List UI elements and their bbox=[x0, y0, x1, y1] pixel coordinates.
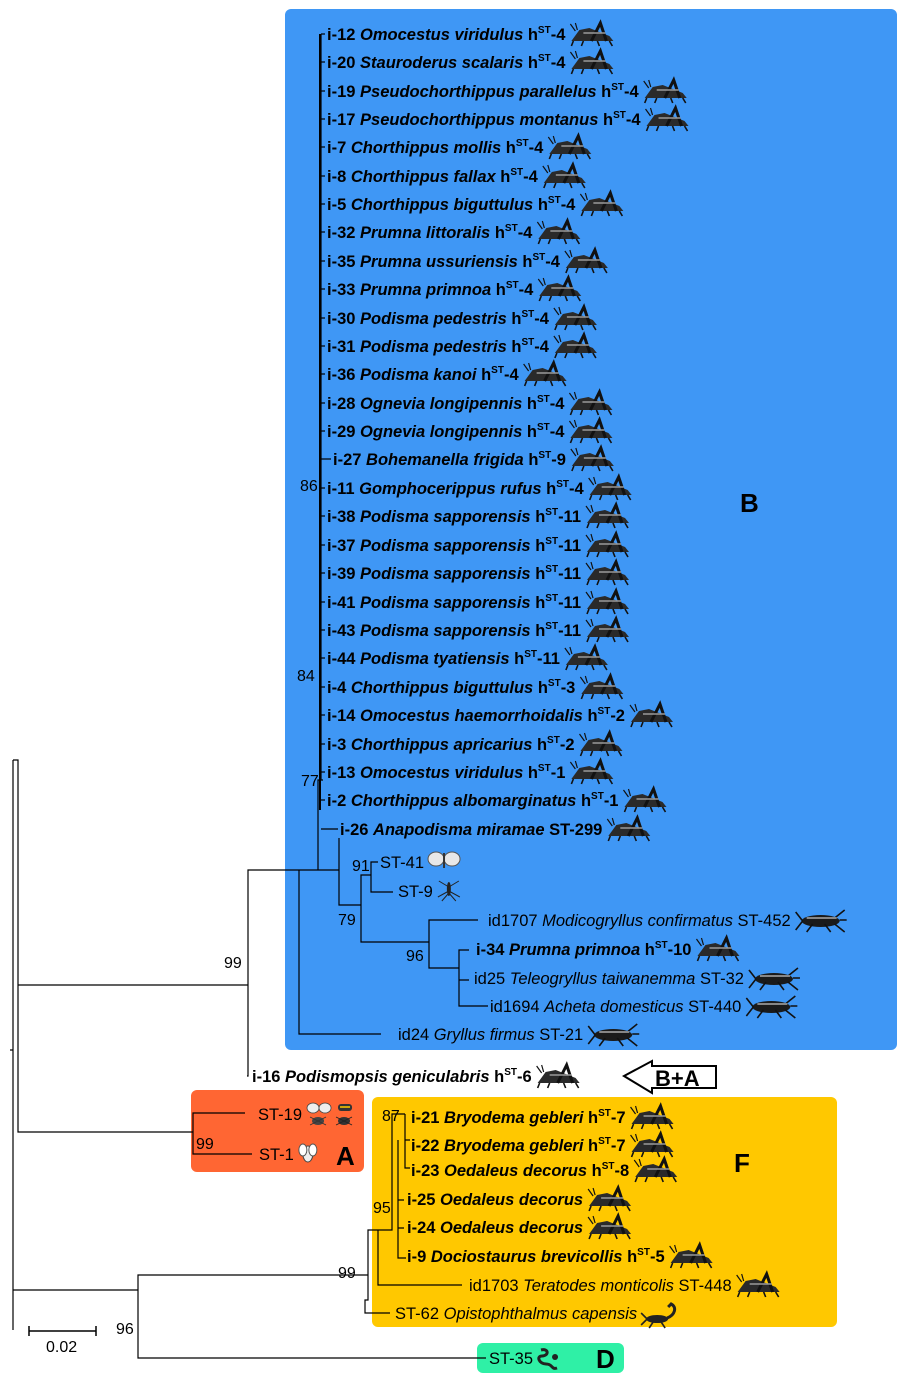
tip-label: ST-1 bbox=[259, 1146, 294, 1164]
tip-label: i-13 Omocestus viridulus hST-1 bbox=[327, 763, 565, 782]
bootstrap-77: 77 bbox=[301, 773, 319, 790]
tip-label: i-3 Chorthippus apricarius hST-2 bbox=[327, 735, 575, 754]
bootstrap-95: 95 bbox=[373, 1200, 391, 1217]
b-plus-a-arrow: B+A bbox=[621, 1059, 717, 1095]
tip-label: id1703 Teratodes monticolis ST-448 bbox=[469, 1277, 732, 1295]
tip-label: i-38 Podisma sapporensis hST-11 bbox=[327, 507, 581, 526]
clade-label-a: A bbox=[336, 1141, 355, 1171]
tip-label: id1694 Acheta domesticus ST-440 bbox=[490, 998, 741, 1016]
clade-f-box bbox=[372, 1097, 837, 1327]
bootstrap-96-root: 96 bbox=[116, 1321, 134, 1338]
tip-label: i-20 Stauroderus scalaris hST-4 bbox=[327, 53, 566, 72]
tip-label: i-23 Oedaleus decorus hST-8 bbox=[411, 1161, 629, 1180]
tip-label: i-19 Pseudochorthippus parallelus hST-4 bbox=[327, 82, 640, 101]
tip-label: i-26 Anapodisma miramae ST-299 bbox=[340, 821, 602, 839]
grasshopper-icon bbox=[535, 1063, 582, 1090]
tip-label: ST-9 bbox=[398, 883, 433, 901]
scale-bar-label: 0.02 bbox=[46, 1339, 77, 1356]
tip-label: i-25 Oedaleus decorus bbox=[407, 1191, 583, 1209]
tip-label: i-9 Dociostaurus brevicollis hST-5 bbox=[407, 1247, 665, 1266]
bootstrap-99-top: 99 bbox=[224, 955, 242, 972]
tip-label: i-8 Chorthippus fallax hST-4 bbox=[327, 167, 539, 186]
tip-label: i-22 Bryodema gebleri hST-7 bbox=[411, 1136, 626, 1155]
tip-label: i-14 Omocestus haemorrhoidalis hST-2 bbox=[327, 706, 625, 725]
tip-label: i-44 Podisma tyatiensis hST-11 bbox=[327, 649, 560, 668]
butterfly-icon bbox=[427, 851, 461, 869]
tip-label: ST-62 Opistophthalmus capensis bbox=[395, 1305, 637, 1323]
b-plus-a-label: B+A bbox=[655, 1066, 700, 1091]
bootstrap-99-a: 99 bbox=[196, 1136, 214, 1153]
clade-label-b: B bbox=[740, 488, 759, 518]
tip-labels: i-12 Omocestus viridulus hST-4 i-20 Staur… bbox=[252, 21, 848, 1370]
tip-label: i-32 Prumna littoralis hST-4 bbox=[327, 223, 533, 242]
tip-label: id25 Teleogryllus taiwanemma ST-32 bbox=[474, 970, 744, 988]
tip-label: i-27 Bohemanella frigida hST-9 bbox=[333, 450, 566, 469]
bootstrap-84: 84 bbox=[297, 668, 315, 685]
tip-label: i-24 Oedaleus decorus bbox=[407, 1219, 583, 1237]
tip-label: i-17 Pseudochorthippus montanus hST-4 bbox=[327, 110, 641, 129]
clade-d-box bbox=[477, 1343, 624, 1373]
tip-label: i-39 Podisma sapporensis hST-11 bbox=[327, 564, 581, 583]
tip-label: i-36 Podisma kanoi hST-4 bbox=[327, 365, 519, 384]
clade-label-f: F bbox=[734, 1148, 750, 1178]
tip-label: i-30 Podisma pedestris hST-4 bbox=[327, 309, 550, 328]
tip-label: i-4 Chorthippus biguttulus hST-3 bbox=[327, 678, 575, 697]
bootstrap-99-f: 99 bbox=[338, 1265, 356, 1282]
clade-b-box bbox=[285, 9, 897, 1050]
tip-label: i-33 Prumna primnoa hST-4 bbox=[327, 280, 534, 299]
tip-label: i-28 Ognevia longipennis hST-4 bbox=[327, 394, 565, 413]
bootstrap-96-b: 96 bbox=[406, 948, 424, 965]
tip-label: i-37 Podisma sapporensis hST-11 bbox=[327, 536, 581, 555]
tip-label: id24 Gryllus firmus ST-21 bbox=[398, 1026, 583, 1044]
tip-label: i-7 Chorthippus mollis hST-4 bbox=[327, 138, 544, 157]
tip-label: i-12 Omocestus viridulus hST-4 bbox=[327, 25, 566, 44]
tip-label: ST-35 bbox=[489, 1350, 533, 1368]
bootstrap-86: 86 bbox=[300, 478, 318, 495]
bootstrap-labels: 86 84 77 91 79 96 99 99 87 95 99 96 bbox=[116, 478, 424, 1338]
tip-label: i-35 Prumna ussuriensis hST-4 bbox=[327, 252, 561, 271]
tip-label: i-43 Podisma sapporensis hST-11 bbox=[327, 621, 581, 640]
tip-label: i-41 Podisma sapporensis hST-11 bbox=[327, 593, 581, 612]
scale-bar: 0.02 bbox=[28, 1326, 97, 1356]
clade-label-d: D bbox=[596, 1344, 615, 1374]
bootstrap-87: 87 bbox=[382, 1108, 400, 1125]
tip-label: ST-19 bbox=[258, 1106, 302, 1124]
tip-label: i-5 Chorthippus biguttulus hST-4 bbox=[327, 195, 576, 214]
tip-label: i-16 Podismopsis geniculabris hST-6 bbox=[252, 1067, 532, 1086]
tip-label: id1707 Modicogryllus confirmatus ST-452 bbox=[488, 912, 791, 930]
tip-label: i-29 Ognevia longipennis hST-4 bbox=[327, 422, 565, 441]
bootstrap-79: 79 bbox=[338, 912, 356, 929]
tip-label: i-2 Chorthippus albomarginatus hST-1 bbox=[327, 791, 618, 810]
tip-label: i-31 Podisma pedestris hST-4 bbox=[327, 337, 550, 356]
tip-label: i-11 Gomphocerippus rufus hST-4 bbox=[327, 479, 584, 498]
tip-label: i-34 Prumna primnoa hST-10 bbox=[476, 940, 691, 959]
tip-label: i-21 Bryodema gebleri hST-7 bbox=[411, 1108, 626, 1127]
tip-label: ST-41 bbox=[380, 854, 424, 872]
bootstrap-91: 91 bbox=[352, 858, 370, 875]
